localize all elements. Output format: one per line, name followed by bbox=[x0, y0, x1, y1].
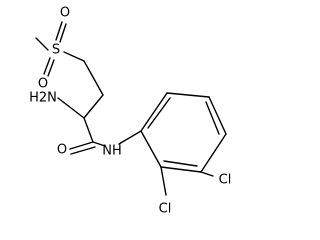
amide-nitrogen-label: NH bbox=[102, 144, 122, 159]
bond-ring-chlorine-meta bbox=[200, 171, 214, 177]
sulfur-label: S bbox=[52, 43, 60, 58]
bond-nitrogen-ring bbox=[118, 130, 142, 145]
bond-ring-chlorine-ortho bbox=[160, 166, 167, 196]
bond-sulfur-oxygen-upper-a bbox=[55, 21, 63, 41]
amino-label: H2N bbox=[29, 91, 57, 106]
chlorine-ortho-label: Cl bbox=[159, 202, 172, 217]
sulfonyl-oxygen-lower-label: O bbox=[38, 77, 48, 92]
bond-sulfur-oxygen-upper-b bbox=[59, 23, 67, 43]
bond-carbonyl-oxygen-a bbox=[69, 141, 94, 150]
bond-carbonyl-nitrogen bbox=[92, 141, 106, 147]
ring-bond-2 bbox=[166, 92, 210, 98]
ring-bond-4 bbox=[200, 133, 227, 173]
sulfonyl-oxygen-upper-label: O bbox=[60, 6, 70, 21]
ring-bond-6 bbox=[140, 130, 162, 168]
ring-bond-5 bbox=[160, 166, 202, 173]
ring-bond-1 bbox=[140, 92, 168, 132]
molecule-drawing: S O O H2N O NH Cl Cl bbox=[29, 6, 232, 217]
ring-inner-bond-2 bbox=[205, 101, 220, 135]
chlorine-meta-label: Cl bbox=[219, 173, 232, 188]
bond-sulfur-ch2 bbox=[63, 51, 85, 62]
bond-ch2-ch2 bbox=[83, 60, 104, 96]
bond-sulfur-oxygen-lower-a bbox=[43, 57, 51, 75]
ring-bond-3 bbox=[208, 96, 227, 135]
bond-calpha-carbonyl bbox=[83, 117, 94, 143]
bond-methyl-sulfur bbox=[35, 37, 49, 51]
structure-canvas: S O O H2N O NH Cl Cl bbox=[29, 5, 232, 217]
bond-ch2-calpha bbox=[83, 94, 104, 119]
bond-sulfur-oxygen-lower-b bbox=[47, 59, 55, 77]
amide-oxygen-label: O bbox=[57, 143, 67, 158]
bond-carbonyl-oxygen-b bbox=[70, 146, 96, 155]
bond-calpha-amino bbox=[57, 97, 85, 119]
ring-inner-bond-3 bbox=[163, 160, 198, 167]
ring-inner-bond-1 bbox=[147, 97, 171, 129]
